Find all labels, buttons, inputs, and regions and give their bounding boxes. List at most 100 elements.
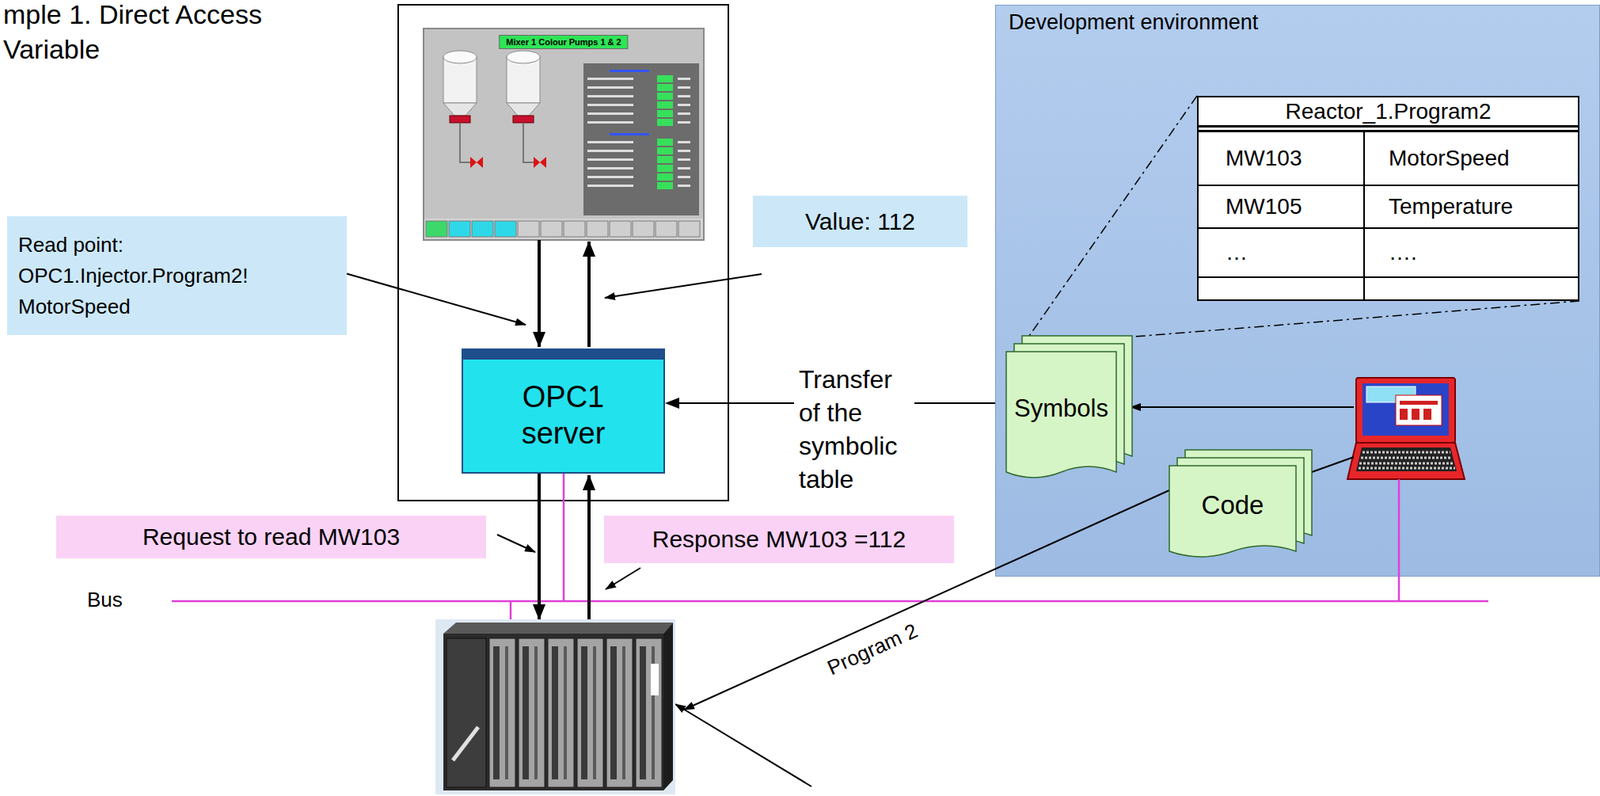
- plc-rack: [443, 622, 673, 634]
- data-flow-arrow: [537, 239, 541, 347]
- document-sheet: [1169, 465, 1296, 557]
- table-cell-frame: MW105: [1198, 186, 1365, 229]
- hmi-screen: [506, 102, 540, 116]
- plc-rack: [446, 638, 487, 787]
- table-cell: MW103: [1225, 144, 1302, 172]
- laptop-computer: [1399, 400, 1438, 405]
- hmi-screen: [655, 220, 677, 237]
- hmi-screen: [459, 122, 471, 163]
- table-cell-frame: ….: [1364, 228, 1578, 278]
- laptop-computer: [1356, 377, 1456, 443]
- symbol-table: Reactor_1.Program2MW103MotorSpeedMW105Te…: [1197, 95, 1580, 301]
- bus-wire: [509, 600, 513, 623]
- hmi-screen: [449, 115, 471, 123]
- table-cell-frame: MotorSpeed: [1364, 132, 1578, 187]
- document-stack: Symbols: [1006, 335, 1133, 479]
- hmi-screen: [448, 220, 471, 237]
- table-cell-frame: …: [1198, 228, 1365, 278]
- data-flow-arrow: [587, 475, 591, 620]
- zoom-line: [1027, 95, 1580, 339]
- hmi-screen: [609, 220, 631, 237]
- table-cell-frame: MW103: [1198, 132, 1365, 187]
- hmi-screen: [506, 57, 540, 103]
- bus-label: Bus: [87, 587, 123, 612]
- server-label: OPC1 server: [504, 379, 624, 452]
- hmi-screen: [425, 220, 448, 237]
- hmi-frame: [398, 4, 729, 501]
- laptop-computer: [1362, 383, 1449, 436]
- table-cell: MotorSpeed: [1388, 144, 1510, 172]
- hmi-screen: [587, 155, 691, 164]
- laptop-computer: [1411, 408, 1420, 420]
- hmi-screen: [587, 138, 691, 146]
- environment-panel: Development environmentReactor_1.Program…: [995, 4, 1600, 577]
- plc-rack: [518, 638, 545, 787]
- laptop-computer: [1356, 447, 1457, 472]
- laptop-computer: [1395, 395, 1442, 426]
- hmi-screen: [506, 50, 540, 64]
- laptop-computer: [1358, 467, 1456, 470]
- program-label: Program 2: [823, 618, 921, 681]
- table-cell: …: [1225, 239, 1248, 267]
- table-cell-frame: [1364, 277, 1578, 300]
- hmi-screen: [586, 220, 609, 237]
- hmi-screen: [609, 133, 650, 136]
- hmi-screen: [632, 220, 654, 237]
- hmi-screen: [443, 57, 477, 103]
- hmi-screen: [587, 118, 691, 126]
- plc-rack: [435, 619, 676, 795]
- hmi-screen: [587, 164, 691, 172]
- hmi-screen: [587, 173, 691, 181]
- plc-rack: [577, 638, 604, 787]
- callout-box: Value: 112: [752, 195, 968, 248]
- leader-line: [604, 273, 762, 298]
- plc-rack: [663, 622, 673, 791]
- hmi-screen: [443, 102, 477, 116]
- laptop-computer: [1359, 462, 1454, 465]
- hmi-screen: [583, 63, 700, 216]
- screen-header: Mixer 1 Colour Pumps 1 & 2: [498, 34, 628, 50]
- plc-rack: [489, 638, 516, 787]
- edge-label: Transfer of the symbolic table: [794, 362, 915, 496]
- hmi-screen: [424, 218, 704, 240]
- bus-wire: [171, 600, 1489, 603]
- plc-rack: [452, 726, 479, 761]
- leader-line: [345, 273, 526, 325]
- hmi-screen: [470, 156, 483, 168]
- hmi-screen: [517, 220, 540, 237]
- hmi-screen: [423, 28, 704, 240]
- hmi-screen: [443, 50, 477, 64]
- hmi-screen: [587, 182, 691, 190]
- zoom-line: [1027, 95, 1198, 339]
- hmi-screen: [587, 147, 691, 155]
- hmi-screen: [533, 156, 547, 168]
- hmi-screen: [540, 220, 563, 237]
- bus-wire: [1398, 478, 1400, 602]
- callout-text: Value: 112: [805, 207, 916, 236]
- hmi-screen: [587, 83, 691, 92]
- laptop-computer: [1360, 456, 1452, 460]
- plc-rack: [635, 638, 662, 787]
- hmi-screen: [678, 220, 700, 237]
- table-header-cell: Reactor_1.Program2: [1198, 97, 1578, 133]
- message-text: Response MW103 =112: [652, 524, 906, 554]
- laptop-computer: [1399, 408, 1408, 420]
- laptop-computer: [1423, 408, 1432, 420]
- zoom-line: [1114, 300, 1580, 339]
- request-box: Request to read MW103: [56, 515, 487, 559]
- plc-rack: [443, 633, 664, 791]
- plc-rack: [606, 638, 633, 787]
- table-cell: ….: [1388, 239, 1418, 267]
- hmi-screen: [513, 115, 534, 123]
- hmi-screen: [523, 122, 534, 163]
- bus-wire: [1398, 478, 1401, 602]
- plc-rack: [650, 663, 659, 696]
- table-cell-frame: [1198, 277, 1365, 300]
- laptop-computer: [1358, 452, 1456, 468]
- link-line: [1130, 406, 1354, 408]
- data-flow-arrow: [587, 241, 591, 347]
- hmi-frame: [398, 4, 729, 501]
- arrow-head: [665, 397, 680, 409]
- document-sheet: [1006, 351, 1117, 478]
